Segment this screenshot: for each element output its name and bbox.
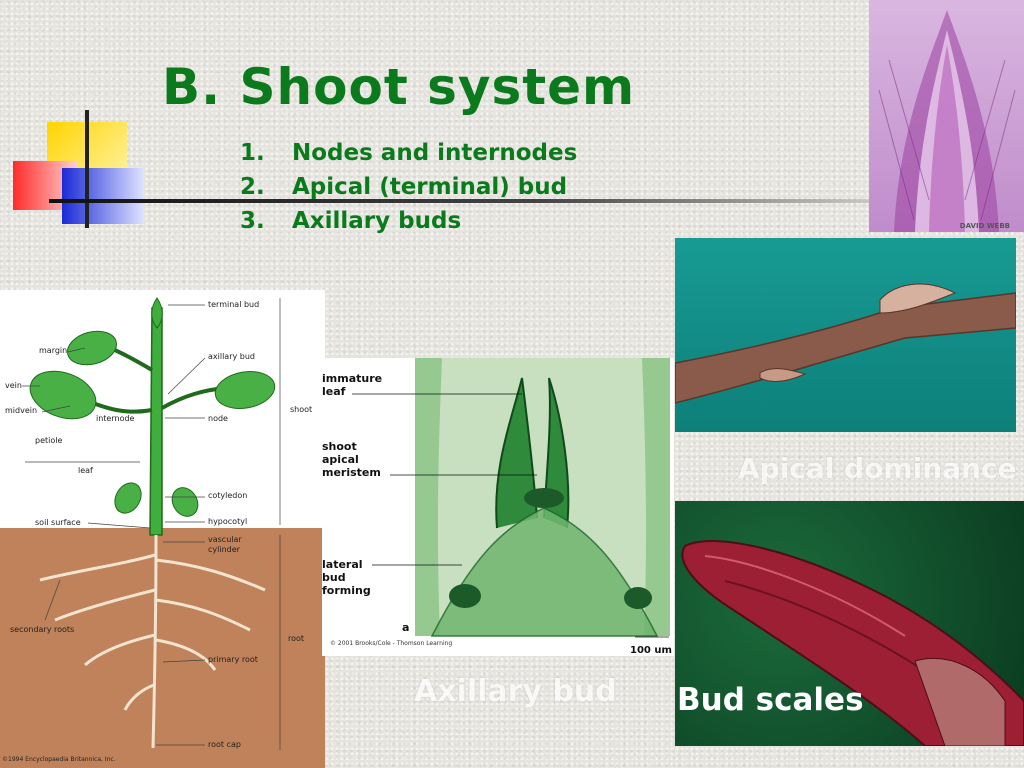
micrograph-copyright: © 2001 Brooks/Cole - Thomson Learning xyxy=(330,640,453,647)
plant-illustration xyxy=(22,297,281,750)
label-hypocotyl: hypocotyl xyxy=(208,517,248,526)
photo-credit: DAVID WEBB xyxy=(959,222,1010,230)
bud-illustration xyxy=(681,540,1024,746)
apical-dominance-photo xyxy=(675,238,1016,432)
subtopic-item: 1.Nodes and internodes xyxy=(240,140,578,166)
shoot-tip-micrograph: immature leaf shoot apical meristem late… xyxy=(322,358,674,656)
subtopic-item: 2.Apical (terminal) bud xyxy=(240,174,568,200)
label-panel-a: a xyxy=(402,621,410,634)
label-lateral-bud-forming: lateral bud forming xyxy=(322,558,371,597)
label-midvein: midvein xyxy=(5,406,38,415)
bud-scales-photo xyxy=(675,501,1024,746)
label-primary-root: primary root xyxy=(208,655,258,664)
label-vein: vein xyxy=(5,381,22,390)
label-root-cap: root cap xyxy=(208,740,241,749)
label-internode: internode xyxy=(96,414,135,423)
label-cotyledon: cotyledon xyxy=(208,491,248,500)
plant-diagram: terminal bud margin axillary bud vein mi… xyxy=(0,290,325,768)
label-margin: margin xyxy=(39,346,68,355)
label-vascular-cylinder: vascular cylinder xyxy=(208,535,242,554)
slide-title: B. Shoot system xyxy=(162,58,636,116)
decor-blue-square xyxy=(62,168,144,224)
diagram-copyright: ©1994 Encyclopaedia Britannica, Inc. xyxy=(2,756,116,763)
caption-apical-dominance: Apical dominance xyxy=(738,452,1017,485)
decor-vertical-line xyxy=(85,110,89,228)
soil-area xyxy=(0,528,325,768)
twig-illustration xyxy=(675,283,1016,404)
label-secondary-roots: secondary roots xyxy=(10,625,75,634)
label-axillary-bud: axillary bud xyxy=(208,352,255,361)
label-node: node xyxy=(208,414,228,423)
label-terminal-bud: terminal bud xyxy=(208,300,260,309)
apical-tip-illustration xyxy=(878,10,1016,232)
caption-axillary-bud: Axillary bud xyxy=(414,674,617,709)
scale-bar-label: 100 um xyxy=(630,645,672,656)
label-root: root xyxy=(288,634,305,643)
label-leaf: leaf xyxy=(78,466,93,475)
apical-tip-photo: DAVID WEBB xyxy=(869,0,1024,232)
label-immature-leaf: immature leaf xyxy=(322,372,383,398)
label-petiole: petiole xyxy=(35,436,63,445)
label-shoot-apical-meristem: shoot apical meristem xyxy=(322,440,381,479)
subtopic-list: 1.Nodes and internodes 2.Apical (termina… xyxy=(240,136,577,238)
subtopic-item: 3.Axillary buds xyxy=(240,208,462,234)
micrograph-illustration xyxy=(352,358,670,638)
decor-horizontal-line xyxy=(49,199,869,203)
label-soil-surface: soil surface xyxy=(35,518,81,527)
label-shoot: shoot xyxy=(290,405,313,414)
caption-bud-scales: Bud scales xyxy=(677,682,864,718)
